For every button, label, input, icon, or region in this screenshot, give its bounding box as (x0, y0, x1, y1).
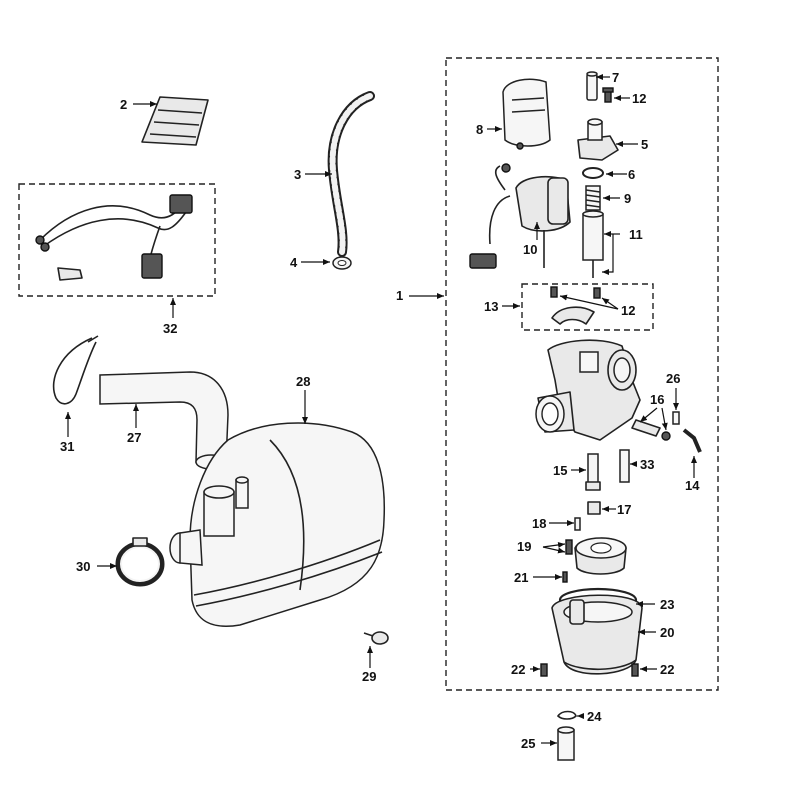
filter-screw-part (363, 631, 389, 645)
needle-18-part (574, 517, 581, 531)
callout-8: 8 (476, 122, 483, 137)
adjust-screw-part (631, 419, 671, 441)
callout-18: 18 (532, 516, 546, 531)
carb-cap-part (577, 118, 619, 161)
fitting-7-part (586, 71, 598, 101)
mounting-plate-box (521, 283, 654, 331)
hose-clamp-part (115, 537, 165, 587)
bowl-screw-right-part (631, 663, 639, 677)
callout-14: 14 (685, 478, 700, 493)
label-sheet-part (141, 96, 209, 146)
wiring-harness-part (35, 194, 193, 281)
tube-26-part (672, 411, 680, 425)
callout-13: 13 (484, 299, 498, 314)
drain-tube-part (557, 726, 575, 761)
o-ring-part (582, 167, 604, 179)
carburetor-assembly-box (445, 57, 719, 691)
leader-lines (65, 74, 697, 746)
vent-hose-part (327, 91, 375, 257)
intake-duct-part (99, 371, 229, 470)
screw-12-pair-part (550, 286, 601, 299)
screw-12-top-part (602, 87, 614, 103)
callout-31: 31 (60, 439, 74, 454)
hose-clip-part (332, 256, 352, 270)
callout-33: 33 (640, 457, 654, 472)
callout-26: 26 (666, 371, 680, 386)
mounting-plate-part (551, 306, 595, 325)
bowl-screw-left-part (540, 663, 548, 677)
callout-labels: 2 3 4 32 1 7 12 8 5 6 9 11 10 13 12 26 1… (60, 70, 700, 751)
callout-5: 5 (641, 137, 648, 152)
main-jet-part (587, 501, 601, 515)
bent-pipe-part (682, 428, 702, 453)
callout-7: 7 (612, 70, 619, 85)
callout-16: 16 (650, 392, 664, 407)
float-bowl-part (551, 594, 643, 675)
callout-28: 28 (296, 374, 310, 389)
callout-12-pair: 12 (621, 303, 635, 318)
callout-22-left: 22 (511, 662, 525, 677)
callout-25: 25 (521, 736, 535, 751)
callout-30: 30 (76, 559, 90, 574)
callout-3: 3 (294, 167, 301, 182)
callout-20: 20 (660, 625, 674, 640)
choke-valve-part (469, 163, 571, 269)
callout-17: 17 (617, 502, 631, 517)
callout-22-right: 22 (660, 662, 674, 677)
carburetor-body-part (535, 339, 641, 441)
callout-4: 4 (290, 255, 298, 270)
callout-11: 11 (629, 227, 643, 242)
strap-part (52, 335, 99, 405)
carb-cover-part (502, 78, 551, 150)
callout-10: 10 (523, 242, 537, 257)
pin-21-part (562, 571, 568, 583)
callout-24: 24 (587, 709, 602, 724)
callout-23: 23 (660, 597, 674, 612)
tube-33-part (619, 449, 630, 483)
callout-21: 21 (514, 570, 528, 585)
callout-19: 19 (517, 539, 531, 554)
air-filter-box-part (169, 422, 386, 627)
callout-9: 9 (624, 191, 631, 206)
callout-32: 32 (163, 321, 177, 336)
jet-holder-part (585, 453, 601, 491)
callout-29: 29 (362, 669, 376, 684)
float-part (565, 537, 627, 575)
callout-12-top: 12 (632, 91, 646, 106)
throttle-slide-part (582, 210, 604, 278)
wiring-harness-box (18, 183, 216, 297)
spring-part (585, 185, 601, 211)
callout-6: 6 (628, 167, 635, 182)
clip-24-part (556, 710, 577, 720)
callout-2: 2 (120, 97, 127, 112)
callout-27: 27 (127, 430, 141, 445)
callout-1: 1 (396, 288, 403, 303)
callout-15: 15 (553, 463, 567, 478)
